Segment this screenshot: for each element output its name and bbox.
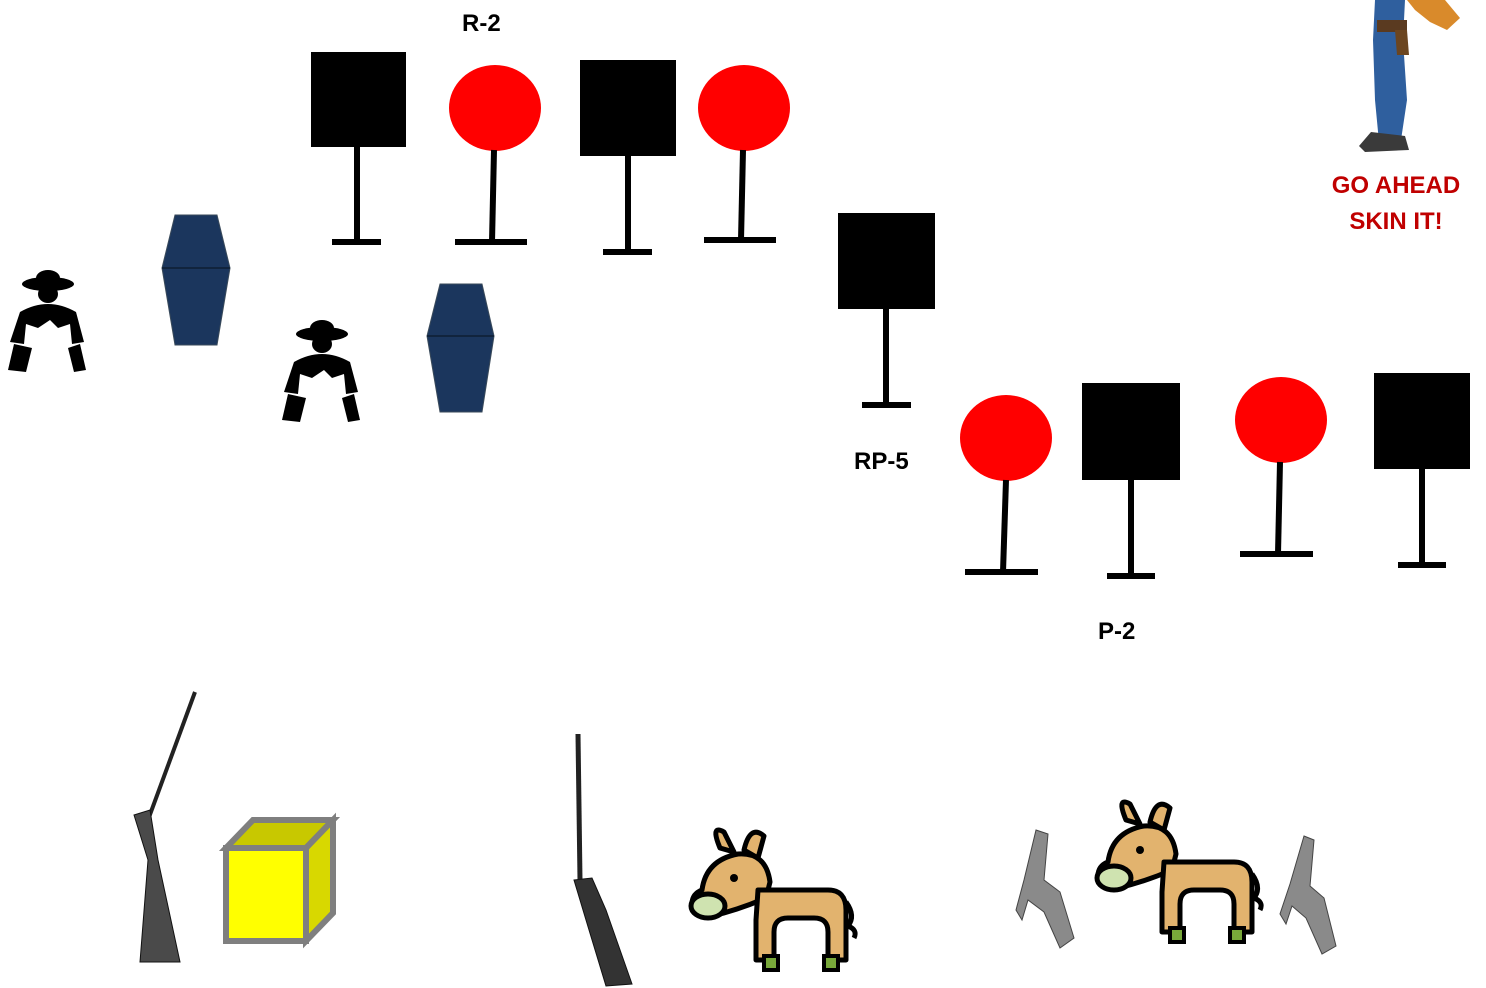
coffin-icon xyxy=(161,214,231,346)
mule-icon xyxy=(688,827,858,972)
square-steel-target-icon xyxy=(1374,373,1470,568)
caption-line-2: SKIN IT! xyxy=(1349,208,1443,235)
round-steel-target-icon xyxy=(960,395,1052,575)
square-steel-target-icon xyxy=(838,213,935,408)
square-steel-target-icon xyxy=(311,52,406,245)
round-steel-target-icon xyxy=(698,65,790,243)
caption-line-1: GO AHEAD xyxy=(1331,172,1461,199)
bandit-silhouette-icon xyxy=(8,270,86,372)
revolver-icon xyxy=(1015,829,1075,949)
round-steel-target-icon xyxy=(1235,377,1327,557)
bandit-silhouette-icon xyxy=(282,320,360,422)
yellow-box-icon xyxy=(218,812,341,949)
square-steel-target-icon xyxy=(580,60,676,255)
round-steel-target-icon xyxy=(449,65,541,245)
mule-icon xyxy=(1094,799,1264,944)
cowboy-icon xyxy=(1359,0,1460,152)
revolver-icon xyxy=(1279,835,1337,955)
coffin-icon xyxy=(426,283,495,413)
rifle-icon xyxy=(573,733,633,987)
skin-it-caption: GO AHEAD SKIN IT! xyxy=(1306,168,1486,240)
square-steel-target-icon xyxy=(1082,383,1180,579)
shotgun-icon xyxy=(133,691,197,963)
stage-label-rp5: RP-5 xyxy=(854,448,909,475)
stage-label-r2: R-2 xyxy=(462,10,501,37)
stage-label-p2: P-2 xyxy=(1098,618,1136,645)
